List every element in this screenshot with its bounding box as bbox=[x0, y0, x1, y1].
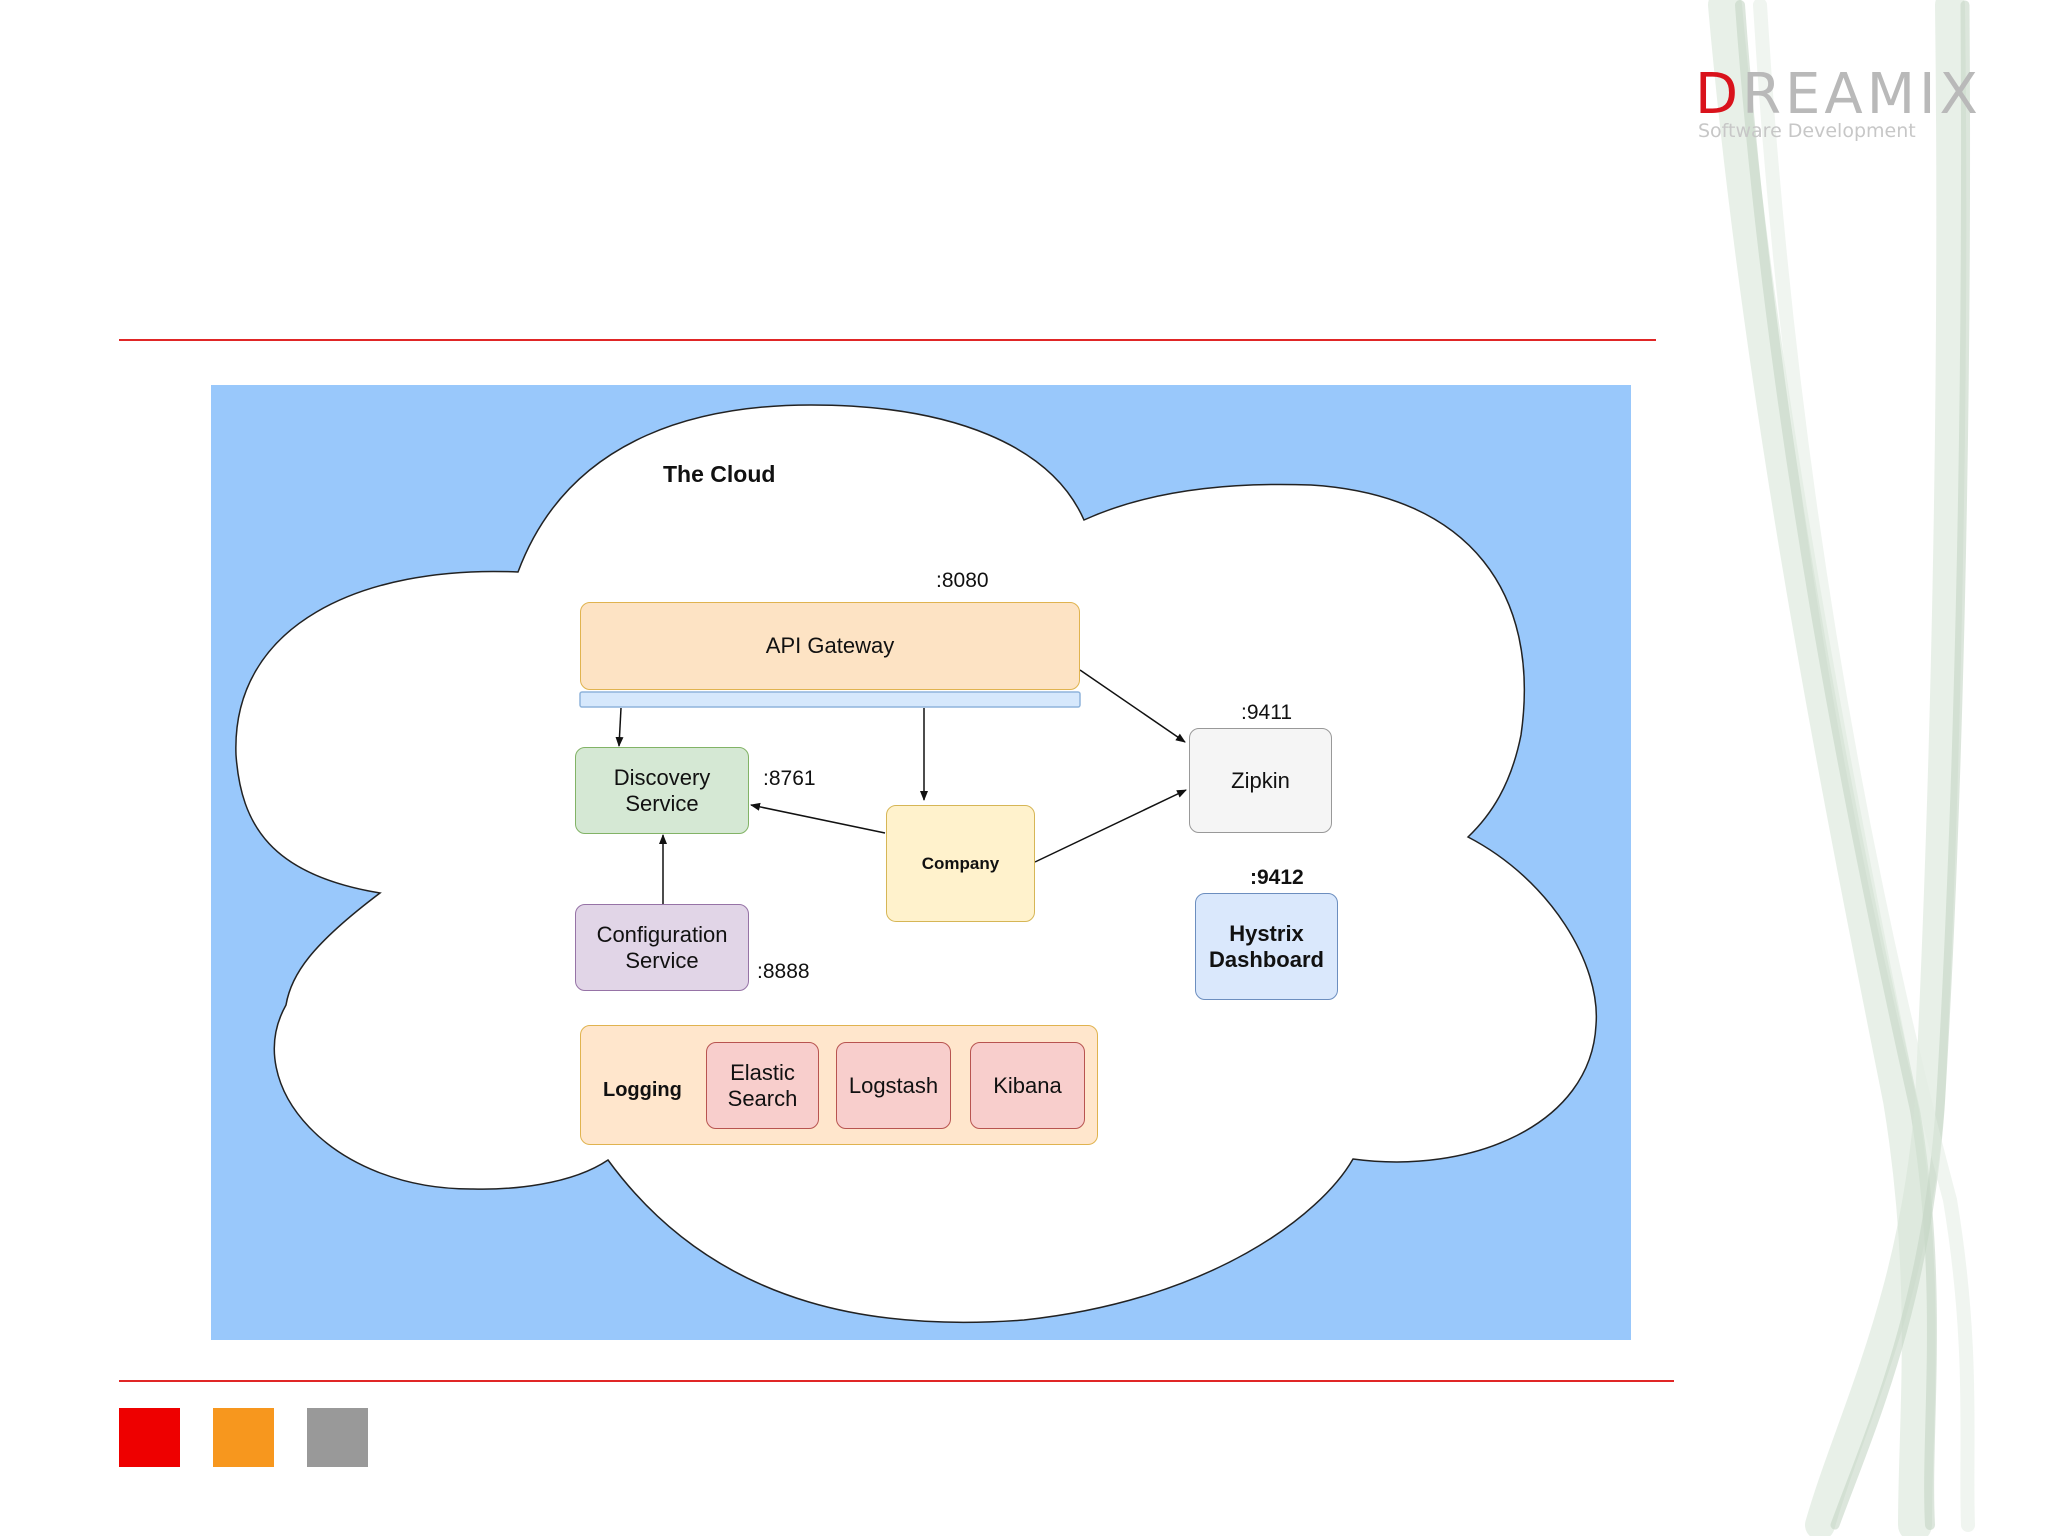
config-label-line1: Configuration bbox=[596, 921, 728, 947]
zipkin-label: Zipkin bbox=[1231, 767, 1290, 793]
hystrix-port: :9412 bbox=[1250, 866, 1304, 889]
discovery-port: :8761 bbox=[763, 767, 816, 790]
hystrix-label-line2: Dashboard bbox=[1209, 946, 1324, 972]
elastic-label-line2: Search bbox=[727, 1085, 798, 1111]
gateway-port: :8080 bbox=[936, 569, 989, 592]
elastic-search-node: Elastic Search bbox=[706, 1042, 819, 1129]
orange-swatch bbox=[213, 1408, 274, 1467]
hystrix-label-line1: Hystrix bbox=[1229, 920, 1304, 946]
discovery-label-line1: Discovery bbox=[613, 764, 711, 790]
logo-name: REAMIX bbox=[1742, 62, 1982, 127]
zipkin-port: :9411 bbox=[1241, 701, 1292, 724]
company-logo: DREAMIX bbox=[1695, 62, 1982, 127]
architecture-diagram: The Cloud :8080 API Gateway Discovery Se… bbox=[211, 385, 1631, 1340]
red-swatch bbox=[119, 1408, 180, 1467]
kibana-label: Kibana bbox=[993, 1072, 1062, 1098]
logstash-label: Logstash bbox=[848, 1072, 939, 1098]
zipkin-node: Zipkin bbox=[1189, 728, 1332, 833]
logstash-node: Logstash bbox=[836, 1042, 951, 1129]
configuration-service-node: Configuration Service bbox=[575, 904, 749, 991]
config-label-line2: Service bbox=[625, 947, 699, 973]
discovery-service-node: Discovery Service bbox=[575, 747, 749, 834]
elastic-label-line1: Elastic bbox=[730, 1059, 795, 1085]
bottom-divider bbox=[119, 1380, 1674, 1382]
company-node: Company bbox=[886, 805, 1035, 922]
api-gateway-label: API Gateway bbox=[765, 633, 895, 658]
logo-first-letter: D bbox=[1695, 62, 1743, 127]
logging-group: Logging Elastic Search Logstash Kibana bbox=[580, 1025, 1098, 1145]
hystrix-dashboard-node: Hystrix Dashboard bbox=[1195, 893, 1338, 1000]
discovery-label-line2: Service bbox=[625, 790, 699, 816]
kibana-node: Kibana bbox=[970, 1042, 1085, 1129]
logo-tagline: Software Development bbox=[1698, 120, 1916, 142]
diagram-title: The Cloud bbox=[663, 461, 776, 487]
top-divider bbox=[119, 339, 1656, 341]
company-label: Company bbox=[921, 853, 1000, 873]
gray-swatch bbox=[307, 1408, 368, 1467]
api-gateway-node: API Gateway bbox=[580, 602, 1080, 690]
config-port: :8888 bbox=[757, 960, 810, 983]
logging-label: Logging bbox=[603, 1079, 682, 1101]
